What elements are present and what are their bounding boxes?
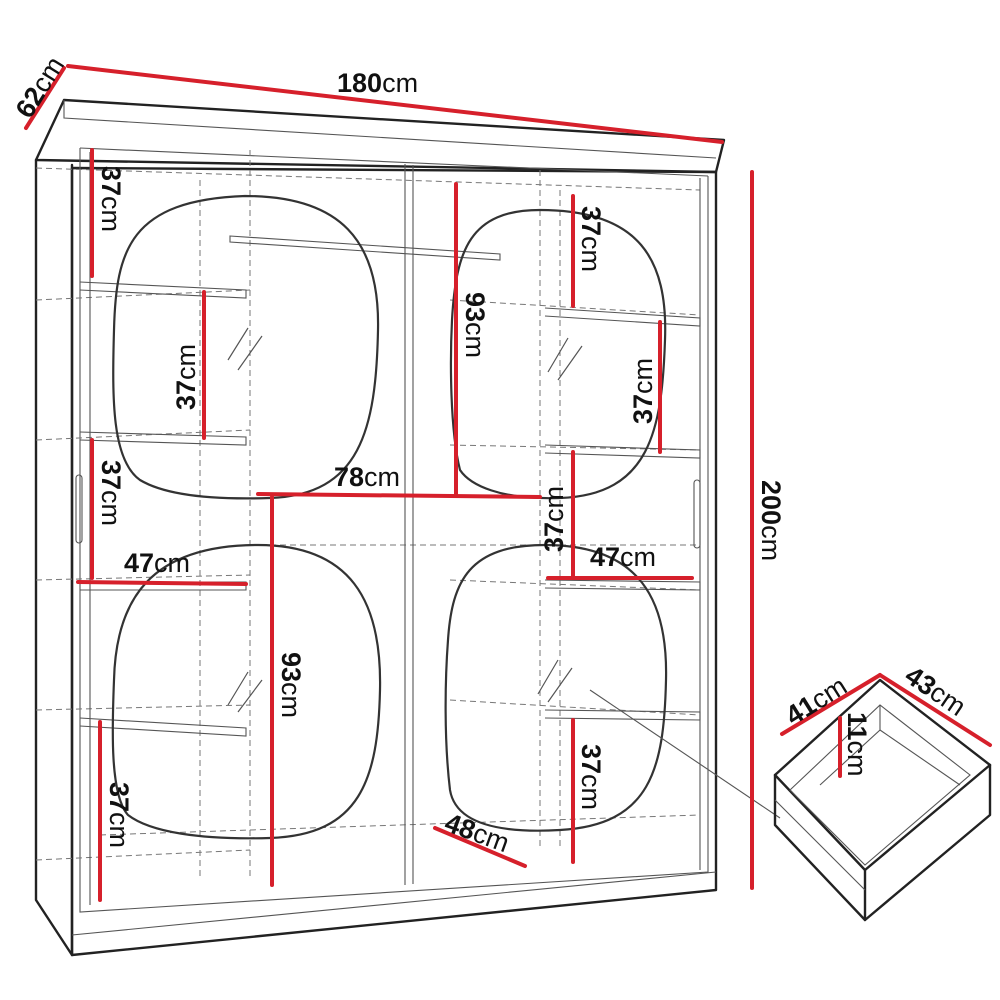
label-width: 180cm <box>337 68 418 98</box>
label-right-upper-shelf: 37cm <box>628 358 658 424</box>
label-depth: 62cm <box>10 51 70 123</box>
label-left-bottom-compartment: 37cm <box>104 782 134 848</box>
label-right-top-compartment: 37cm <box>576 206 606 272</box>
right-door-handle <box>693 479 701 549</box>
label-right-shelf-width: 47cm <box>590 542 656 572</box>
dimension-lines <box>24 64 992 902</box>
label-left-middle-compartment: 37cm <box>96 460 126 526</box>
label-left-shelf-width: 47cm <box>124 548 190 578</box>
label-right-bottom-compartment: 37cm <box>576 744 606 810</box>
label-height: 200cm <box>756 480 786 561</box>
label-drawer-width: 43cm <box>900 660 972 722</box>
label-drawer-height: 11cm <box>842 712 872 777</box>
label-right-middle-compartment: 37cm <box>539 486 569 552</box>
interior-structure <box>35 150 701 880</box>
mirror-glints <box>227 327 583 713</box>
label-left-top-compartment: 37cm <box>96 166 126 232</box>
dimension-labels: 180cm 62cm 200cm 37cm 37cm 37cm 37cm 47c… <box>10 51 972 858</box>
hanging-rail <box>229 235 501 261</box>
label-hanging-width: 78cm <box>334 462 400 492</box>
label-left-upper-shelf: 37cm <box>171 344 201 410</box>
drawer-leader-line <box>589 689 781 819</box>
label-lower-hanging-height: 93cm <box>276 652 306 718</box>
mirrors <box>111 194 668 840</box>
label-bottom-depth: 48cm <box>441 807 513 858</box>
wardrobe-body <box>34 98 726 957</box>
left-door-handle <box>75 474 83 544</box>
label-upper-hanging-height: 93cm <box>460 292 490 358</box>
